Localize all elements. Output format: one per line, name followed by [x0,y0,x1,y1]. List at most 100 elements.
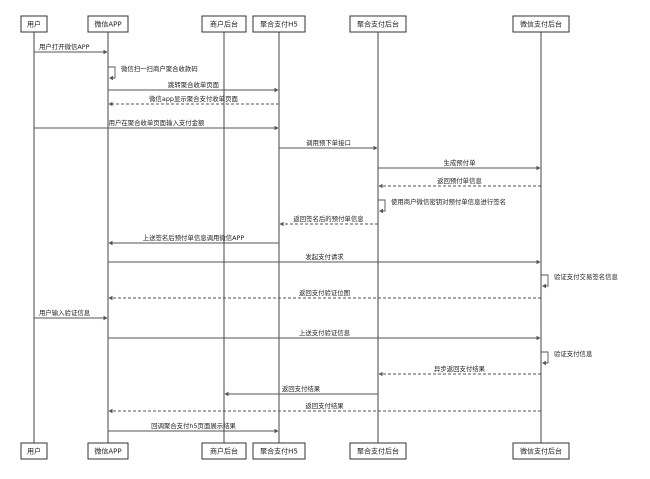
message-19: 返回支付结果 [224,384,378,397]
actor-box [20,15,48,33]
arrowhead [279,221,284,227]
message-8: 返回预付单信息 [378,176,541,189]
actor-label: 微信APP [94,20,121,29]
message-18: 异步返回支付结果 [378,364,541,377]
message-label: 用户打开微信APP [39,42,90,51]
actor-box [252,15,306,33]
self-message-line [108,66,116,79]
actor-box [87,15,129,33]
message-2: 微信扫一扫商户聚合收款码 [108,64,198,81]
actor-merchant_backend-top: 商户后台 [201,15,247,33]
arrowhead [109,75,113,81]
message-6: 调用预下单接口 [279,138,378,151]
actor-wechat_app-bottom: 微信APP [87,442,129,460]
self-message-line [541,274,549,287]
message-label: 发起支付请求 [305,252,344,261]
message-4: 微信app显示聚合支付收单页面 [108,94,279,107]
message-label: 使用商户微信密钥对预付单信息进行签名 [391,197,506,206]
actor-label: 商户后台 [210,447,238,456]
message-label: 异步返回支付结果 [434,364,486,373]
arrowhead [542,283,546,289]
actor-box [252,442,306,460]
actor-label: 微信APP [94,447,121,456]
message-label: 微信扫一扫商户聚合收款码 [121,64,198,73]
message-label: 返回支付结果 [282,384,321,393]
lifelines [33,32,542,443]
actor-agg_backend-top: 聚合支付后台 [349,15,407,33]
arrowhead [108,408,113,414]
actors-bottom: 用户 微信APP 商户后台 聚合支付H5 聚合支付后台 微信支付后台 [20,442,570,460]
arrowhead [274,428,279,434]
message-label: 返回签名后的预付单信息 [293,214,364,223]
message-10: 返回签名后的预付单信息 [279,214,378,227]
arrowhead [108,101,113,107]
message-label: 跳转聚合收单页面 [168,80,220,89]
actor-label: 聚合支付H5 [260,20,298,29]
actor-box [349,15,407,33]
actor-label: 用户 [27,20,41,29]
message-label: 上送支付验证信息 [299,328,351,337]
message-label: 用户输入验证信息 [39,308,91,317]
actor-label: 微信支付后台 [520,447,562,456]
arrowhead [274,87,279,93]
actor-user-bottom: 用户 [20,442,48,460]
message-12: 发起支付请求 [108,252,541,265]
arrowhead [542,360,546,366]
actor-agg_backend-bottom: 聚合支付后台 [349,442,407,460]
actors-top: 用户 微信APP 商户后台 聚合支付H5 聚合支付后台 微信支付后台 [20,15,570,33]
message-7: 生成预付单 [378,158,541,171]
message-label: 上送签名后预付单信息调用微信APP [143,233,245,242]
message-16: 上送支付验证信息 [108,328,541,341]
arrowhead [373,145,378,151]
arrowhead [103,315,108,321]
self-message-line [378,199,386,212]
message-1: 用户打开微信APP [34,42,108,55]
actor-wechat_app-top: 微信APP [87,15,129,33]
message-label: 返回预付单信息 [437,176,482,185]
message-14: 返回支付验证位图 [108,288,541,301]
message-13: 验证支付交易签名信息 [541,272,619,289]
actor-label: 微信支付后台 [520,20,562,29]
arrowhead [536,165,541,171]
actor-user-top: 用户 [20,15,48,33]
actor-box [512,442,570,460]
message-label: 返回支付验证位图 [299,288,350,297]
actor-box [349,442,407,460]
actor-agg_h5-bottom: 聚合支付H5 [252,442,306,460]
message-20: 返回支付结果 [108,401,541,414]
actor-label: 聚合支付后台 [357,20,399,29]
message-label: 回调聚合支付h5页面展示结果 [151,421,236,430]
message-21: 回调聚合支付h5页面展示结果 [108,421,279,434]
actor-box [512,15,570,33]
arrowhead [536,335,541,341]
message-label: 返回支付结果 [305,401,344,410]
actor-box [87,442,129,460]
message-11: 上送签名后预付单信息调用微信APP [108,233,279,246]
message-3: 跳转聚合收单页面 [108,80,279,93]
arrowhead [536,259,541,265]
actor-box [20,442,48,460]
actor-label: 用户 [27,447,41,456]
message-label: 微信app显示聚合支付收单页面 [149,94,238,103]
actor-wechat_backend-bottom: 微信支付后台 [512,442,570,460]
arrowhead [274,125,279,131]
message-17: 验证支付信息 [541,349,593,366]
arrowhead [378,183,383,189]
message-5: 用户在聚合收单页面输入支付金额 [34,118,279,131]
message-label: 验证支付信息 [554,349,593,358]
arrowhead [378,371,383,377]
actor-box [201,442,247,460]
arrowhead [224,391,229,397]
message-label: 验证支付交易签名信息 [554,272,619,281]
arrowhead [379,208,383,214]
arrowhead [108,295,113,301]
actor-wechat_backend-top: 微信支付后台 [512,15,570,33]
actor-agg_h5-top: 聚合支付H5 [252,15,306,33]
actor-label: 聚合支付后台 [357,447,399,456]
message-label: 用户在聚合收单页面输入支付金额 [109,118,205,127]
message-label: 生成预付单 [444,158,477,167]
messages: 用户打开微信APP 微信扫一扫商户聚合收款码跳转聚合收单页面微信app显示聚合支付… [34,42,619,434]
message-15: 用户输入验证信息 [34,308,108,321]
message-9: 使用商户微信密钥对预付单信息进行签名 [378,197,506,214]
